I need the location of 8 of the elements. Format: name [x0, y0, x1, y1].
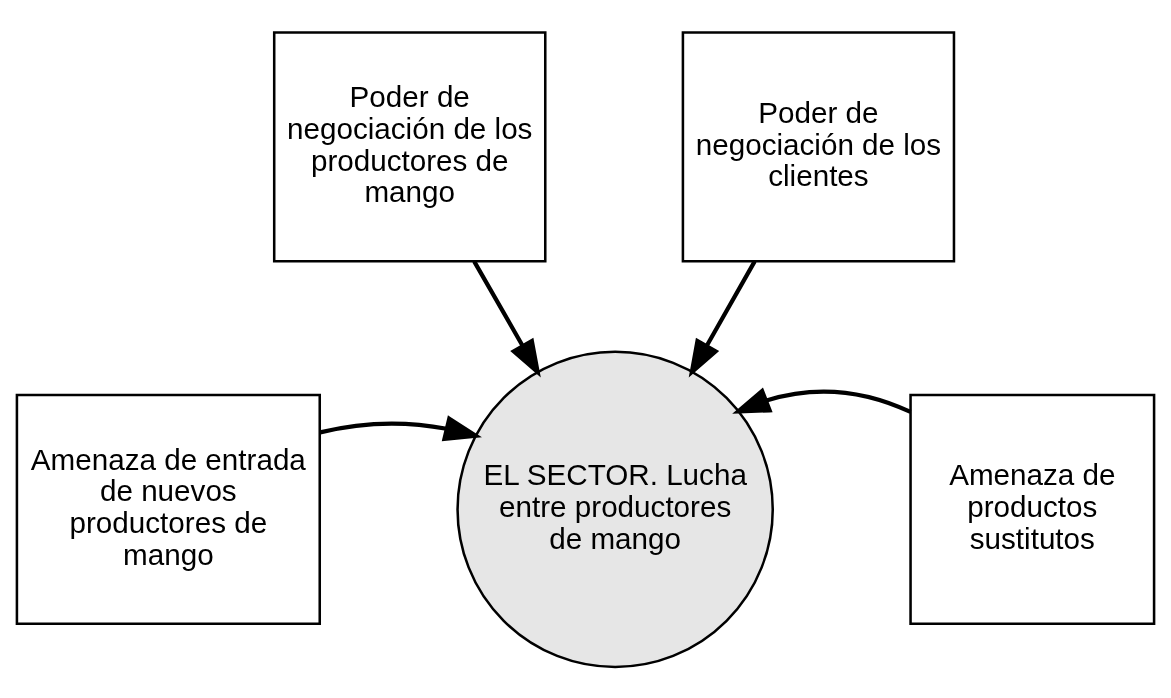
node-box: Poder de negociación de los productores de mango — [272, 30, 547, 262]
arrow — [688, 259, 757, 378]
node-box: Poder de negociación de los clientes — [681, 30, 956, 262]
arrow — [472, 259, 541, 378]
arrow — [732, 386, 912, 414]
arrow — [319, 414, 482, 441]
node-box: Amenaza de entrada de nuevos productores de mango — [15, 393, 321, 625]
node-box: Amenaza de productos sustitutos — [909, 393, 1156, 625]
